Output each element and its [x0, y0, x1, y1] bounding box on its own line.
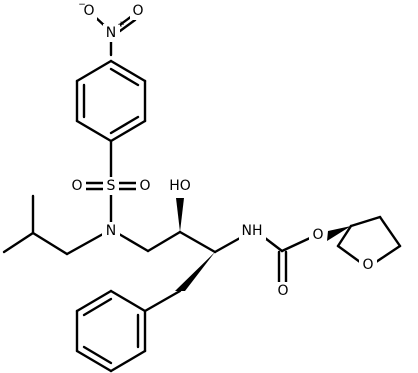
atom-nitrogen-nitro: N + — [103, 20, 125, 42]
bond-ring1-inner-a — [109, 67, 140, 87]
svg-text:O: O — [71, 178, 82, 194]
bond-layer — [2, 13, 402, 373]
bond-thf-c — [374, 244, 402, 264]
svg-text:HO: HO — [169, 178, 191, 194]
stereo-wedge-layer — [175, 198, 351, 291]
bond-thf-b — [378, 215, 402, 248]
bond-ring2-inner-b — [82, 345, 113, 365]
bond-c3-nh — [213, 236, 242, 254]
bond-thf-a — [349, 215, 382, 228]
svg-text:N: N — [106, 223, 116, 239]
svg-text:O: O — [132, 3, 143, 19]
bond-ring2-e — [75, 289, 113, 313]
atom-oxygen-nitro-right: O — [130, 2, 146, 20]
bond-c2-c3 — [178, 230, 217, 254]
bond-thf-d — [336, 244, 362, 264]
bond-ring1-c — [109, 119, 147, 143]
bond-ring2-f — [109, 289, 147, 313]
bond-ring1-d — [75, 119, 113, 143]
bond-ring1-a — [109, 59, 147, 83]
atom-oxygen-ring: O — [359, 256, 377, 274]
bond-ring1-f — [75, 59, 113, 83]
atom-nh-carbamate: NH — [239, 222, 266, 240]
atom-oxygen-nitro-left: O − — [78, 0, 97, 20]
stereo-wedge-hydroxyl — [176, 198, 184, 232]
svg-text:O: O — [362, 257, 373, 273]
atom-oxygen-carbonyl: O — [274, 282, 292, 300]
svg-text:O: O — [277, 283, 288, 299]
stereo-wedge-benzyl — [175, 252, 215, 291]
bond-ring1-inner-b — [109, 115, 140, 135]
svg-text:N: N — [106, 25, 116, 41]
bond-ch2-phenyl — [143, 289, 182, 313]
bond-thf-e — [336, 224, 353, 248]
svg-text:NH: NH — [242, 223, 263, 239]
bond-n-ch2 — [65, 232, 105, 256]
charge-minus: − — [78, 0, 86, 10]
bond-ch-me2 — [2, 231, 35, 254]
bond-no2-o-right-b — [118, 18, 137, 33]
bond-nh-carbonyl — [263, 236, 284, 253]
atom-nitrogen-amine: N — [102, 222, 120, 240]
atom-hydroxyl: HO — [168, 177, 193, 195]
bond-ch2-ch — [31, 231, 69, 256]
atom-sulfur: S — [103, 177, 119, 195]
stereo-wedge-ester-oxygen — [327, 226, 351, 241]
atom-oxygen-ester: O — [309, 226, 327, 244]
atom-label-layer: O − O N + O S O N HO — [68, 0, 377, 300]
bond-carbonyl-oester — [280, 236, 312, 253]
bond-ring2-b — [109, 349, 147, 373]
svg-text:S: S — [107, 178, 116, 194]
bond-c1-c2 — [146, 230, 182, 253]
atom-oxygen-sulfonyl-right: O — [136, 177, 154, 195]
charge-plus: + — [117, 20, 125, 30]
svg-text:O: O — [83, 3, 94, 19]
atom-oxygen-sulfonyl-left: O — [68, 177, 86, 195]
bond-ring2-inner-c — [82, 297, 113, 317]
svg-text:O: O — [312, 227, 323, 243]
bond-ring2-c — [75, 349, 113, 373]
svg-text:O: O — [139, 178, 150, 194]
bond-n-c1 — [117, 232, 150, 253]
